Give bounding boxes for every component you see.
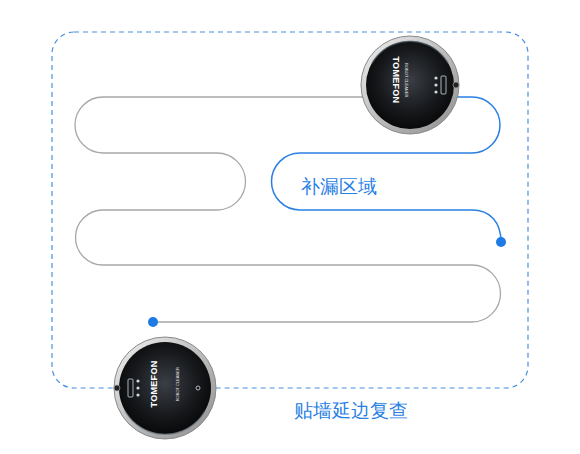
- brand-name: TOMEFON: [149, 361, 159, 408]
- brand-name: TOMEFON: [390, 57, 400, 104]
- robot-cleaner-bottom: [114, 337, 216, 439]
- area-caption: 贴墙延边复查: [294, 400, 408, 421]
- product-name: ROBOT CLEANER: [176, 367, 180, 401]
- path-end-dot: [148, 317, 158, 327]
- room-boundary: [52, 32, 528, 388]
- robot-cleaner-top: [361, 36, 459, 134]
- serpentine-path: [75, 97, 501, 322]
- product-name: ROBOT CLEANER: [404, 63, 408, 97]
- area-caption: 补漏区域: [301, 176, 377, 197]
- path-end-dot: [496, 237, 506, 247]
